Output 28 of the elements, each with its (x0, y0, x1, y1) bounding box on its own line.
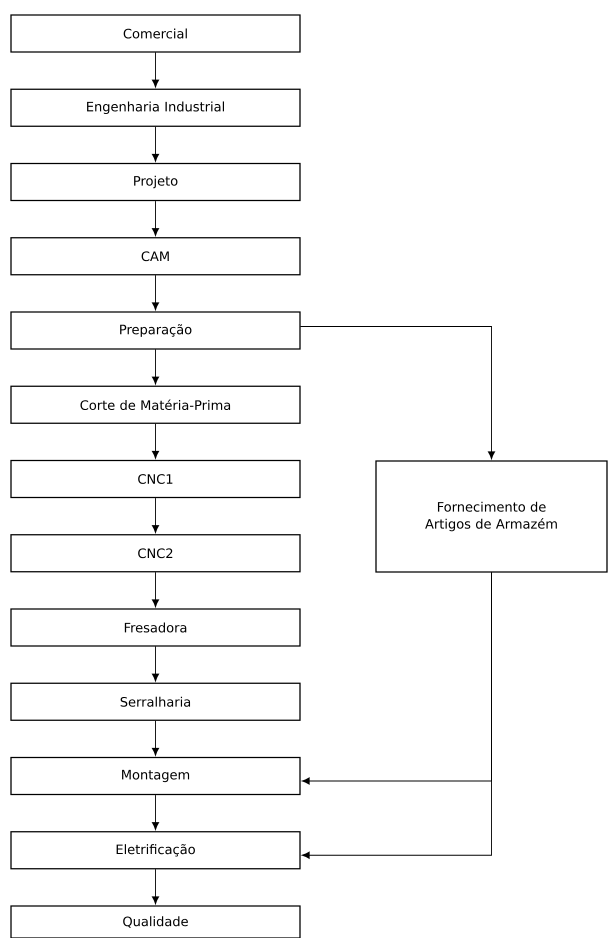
arrow (152, 794, 160, 830)
arrow (152, 200, 160, 236)
process-box: Eletrificação (10, 831, 301, 870)
process-box: Fresadora (10, 608, 301, 647)
process-box: Engenharia Industrial (10, 88, 301, 127)
arrow (152, 646, 160, 682)
process-box: Comercial (10, 14, 301, 53)
process-box: Montagem (10, 756, 301, 796)
arrow (152, 720, 160, 756)
arrow (152, 274, 160, 310)
process-box: Projeto (10, 162, 301, 202)
process-box: Qualidade (10, 905, 301, 938)
process-box: CAM (10, 237, 301, 276)
arrow (302, 572, 492, 859)
process-box: CNC2 (10, 534, 301, 572)
arrow (152, 349, 160, 384)
process-box: CNC1 (10, 460, 301, 498)
arrow (152, 868, 160, 904)
arrow (300, 326, 496, 460)
process-box: Corte de Matéria-Prima (10, 386, 301, 424)
process-box: Preparação (10, 311, 301, 350)
arrow (152, 52, 160, 88)
process-box: Serralharia (10, 682, 301, 721)
arrow (152, 423, 160, 459)
process-box: Fornecimento de Artigos de Armazém (375, 460, 608, 573)
arrow (152, 126, 160, 162)
arrow (152, 498, 160, 533)
arrow (152, 572, 160, 608)
